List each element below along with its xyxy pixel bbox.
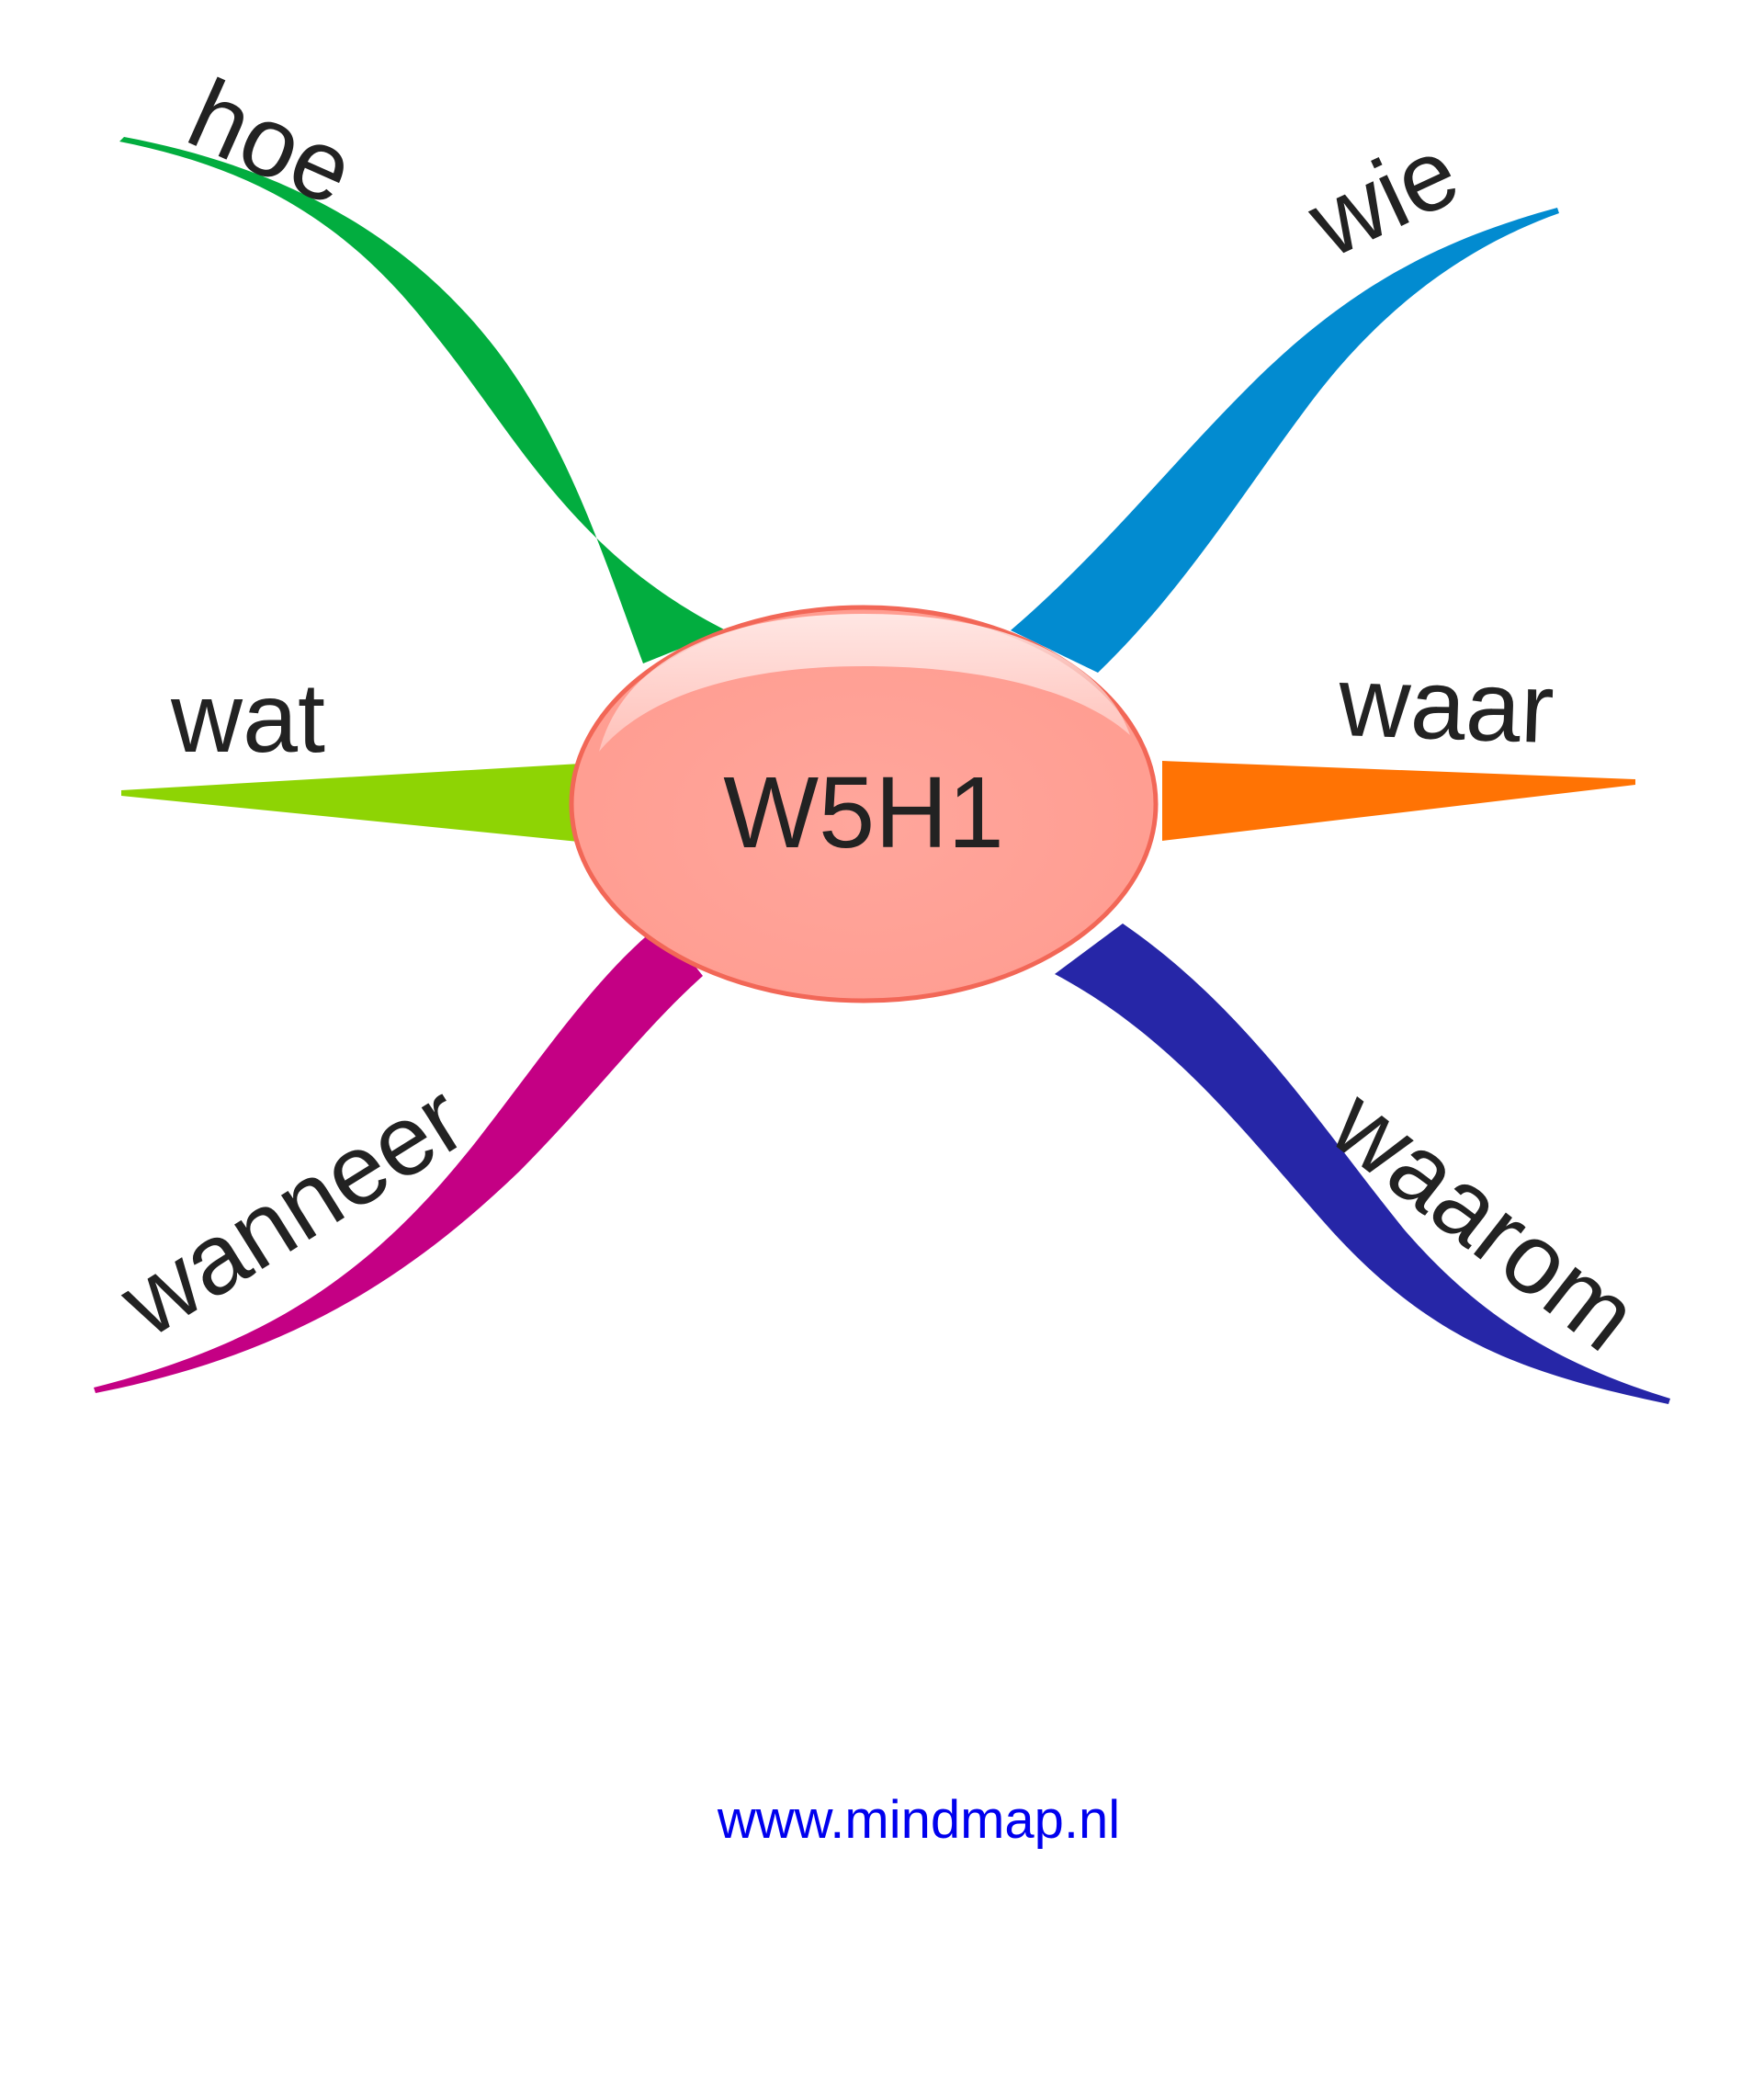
branch-waar (1162, 761, 1635, 841)
branch-hoe (119, 137, 726, 663)
branch-wat (121, 763, 597, 844)
central-node-shape (569, 605, 1159, 1003)
central-node-label: W5H1 (723, 756, 1004, 869)
branch-label-wat: wat (170, 662, 325, 773)
branch-waarom (1055, 924, 1670, 1404)
branch-wie (1011, 208, 1559, 673)
branch-label-hoe: hoe (174, 57, 370, 226)
central-node-gloss (599, 614, 1130, 752)
branch-wanneer (94, 924, 703, 1393)
footer-url-link[interactable]: www.mindmap.nl (717, 1790, 1120, 1850)
central-node: W5H1 (569, 605, 1159, 1003)
branch-label-waar: waar (1336, 645, 1555, 764)
